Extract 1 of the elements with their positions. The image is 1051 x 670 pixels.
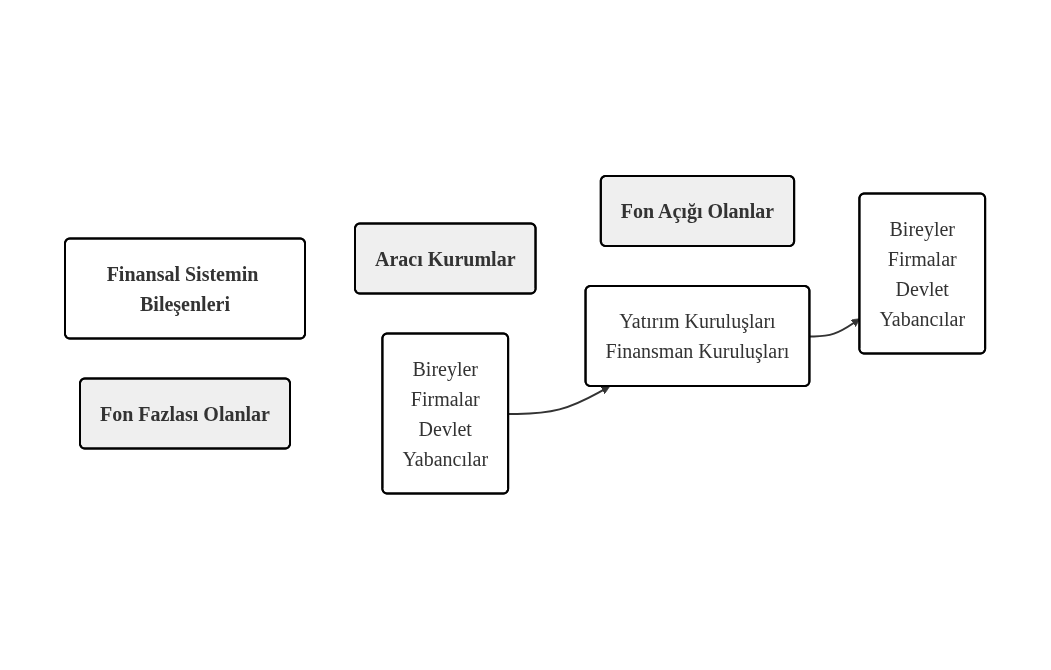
arrow [508,386,611,416]
